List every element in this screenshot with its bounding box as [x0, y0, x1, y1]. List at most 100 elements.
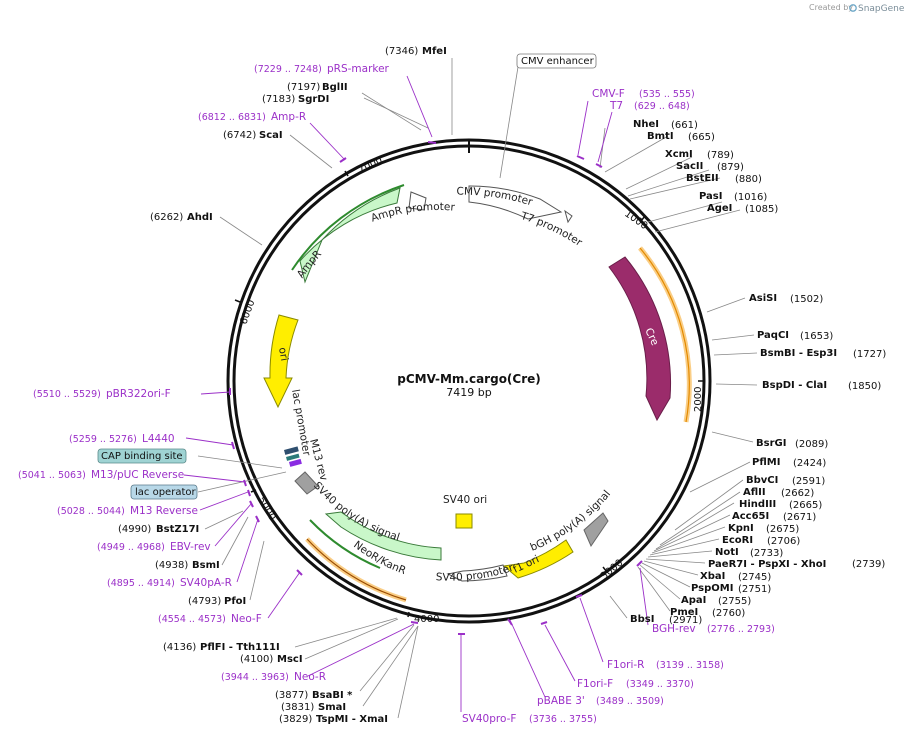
site-name: AgeI [707, 203, 732, 214]
primer-range: (535 .. 555) [639, 89, 695, 100]
site-name: AflII [743, 487, 766, 498]
primer-name: SV40pA-R [180, 577, 232, 589]
site-pos: (4793) [188, 596, 221, 607]
leader-lines [197, 58, 758, 719]
site-pos: (7183) [262, 94, 295, 105]
site-pos: (2591) [792, 476, 825, 487]
lac-operator-label: lac operator [135, 487, 196, 498]
site-name: NheI [633, 119, 659, 130]
tick-3000: 3000 [599, 558, 626, 583]
feature-ampr [299, 187, 401, 284]
site-name: BglII [322, 82, 348, 93]
primer-name: EBV-rev [170, 541, 211, 553]
site-name: AsiSI [749, 293, 777, 304]
site-name: SacII [676, 161, 703, 172]
feature-label-ori: ori [276, 346, 290, 362]
primer-range: (5259 .. 5276) [69, 434, 137, 445]
feature-ampr-promoter [408, 191, 427, 211]
tick-marks [234, 170, 704, 618]
primer-range: (7229 .. 7248) [254, 64, 322, 75]
site-pos: (4938) [155, 560, 188, 571]
primer-name: pBABE 3' [537, 695, 585, 707]
site-name: BstZ17I [156, 524, 199, 535]
site-pos: (2760) [712, 608, 745, 619]
site-pos: (3831) [281, 702, 314, 713]
site-name: BsaBI * [312, 690, 353, 701]
primer-range: (3736 .. 3755) [529, 714, 597, 725]
primer-range: (629 .. 648) [634, 101, 690, 112]
site-name: PaeR7I - PspXI - XhoI [708, 559, 826, 570]
feature-cap-mark [286, 453, 300, 461]
primer-name: Neo-R [294, 671, 326, 683]
primer-name: BGH-rev [652, 623, 696, 635]
feature-ampr-orf-line [291, 184, 405, 271]
site-name: PflMI [752, 457, 780, 468]
cmv-enhancer-box [516, 53, 597, 69]
site-pos: (2671) [783, 512, 816, 523]
credit-brand: SnapGene [858, 4, 905, 14]
site-pos: (789) [707, 150, 734, 161]
site-pos: (4990) [118, 524, 151, 535]
primer-name: M13/pUC Reverse [91, 469, 184, 481]
site-pos: (1502) [790, 294, 823, 305]
feature-sv40-promoter [446, 564, 508, 582]
site-name: HindIII [739, 499, 776, 510]
primers: (7229 .. 7248) pRS-marker (6812 .. 6831) A… [18, 63, 775, 725]
site-name: PasI [699, 191, 722, 202]
feature-label-sv40-ori: SV40 ori [443, 494, 487, 506]
site-name: NotI [715, 547, 739, 558]
site-pos: (7197) [287, 82, 320, 93]
site-pos: (1085) [745, 204, 778, 215]
feature-sv40-polya [294, 471, 319, 495]
primer-range: (2776 .. 2793) [707, 624, 775, 635]
site-name: PaqCI [757, 330, 789, 341]
site-pos: (1016) [734, 192, 767, 203]
site-name: PspOMI [691, 583, 733, 594]
primer-range: (3944 .. 3963) [221, 672, 289, 683]
site-name: BbsI [630, 614, 654, 625]
site-pos: (3877) [275, 690, 308, 701]
restriction-sites: (7346)MfeI (7197)BglII (7183)SgrDI (6742… [118, 46, 886, 725]
tick-1000: 1000 [622, 208, 649, 232]
site-pos: (4136) [163, 642, 196, 653]
feature-cre-orf-line [639, 247, 690, 423]
primer-range: (3349 .. 3370) [626, 679, 694, 690]
lac-operator-box [130, 484, 198, 500]
site-name: AhdI [187, 212, 213, 223]
site-pos: (2751) [738, 584, 771, 595]
site-pos: (2089) [795, 439, 828, 450]
site-pos: (2733) [750, 548, 783, 559]
site-name: SmaI [318, 702, 346, 713]
site-pos: (879) [717, 162, 744, 173]
site-pos: (2706) [767, 536, 800, 547]
primer-range: (3489 .. 3509) [596, 696, 664, 707]
feature-neo-orf-line [306, 538, 407, 601]
site-name: MfeI [422, 46, 447, 57]
feature-m13-rev [283, 446, 299, 455]
site-name: BstEII [686, 173, 719, 184]
tick-5000: 5000 [255, 495, 277, 523]
primer-range: (5510 .. 5529) [33, 389, 101, 400]
site-pos: (2971) [669, 615, 702, 626]
site-pos: (1727) [853, 349, 886, 360]
tick-2000: 2000 [693, 387, 704, 412]
site-pos: (2662) [781, 488, 814, 499]
feature-label-sv40-promoter: SV40 promoter [436, 562, 516, 584]
primer-name: F1ori-R [607, 659, 644, 671]
primer-name: Neo-F [231, 613, 262, 625]
feature-cre [608, 256, 672, 422]
primer-range: (5041 .. 5063) [18, 470, 86, 481]
site-pos: (3829) [279, 714, 312, 725]
primer-name: L4440 [142, 433, 175, 445]
site-name: ApaI [681, 595, 706, 606]
site-name: SgrDI [298, 94, 329, 105]
site-pos: (6742) [223, 130, 256, 141]
primer-range: (6812 .. 6831) [198, 112, 266, 123]
site-pos: (1653) [800, 331, 833, 342]
site-name: Acc65I [732, 511, 769, 522]
primer-name: pRS-marker [327, 63, 390, 75]
feature-cmv-promoter [468, 185, 563, 220]
site-pos: (665) [688, 132, 715, 143]
primer-name: F1ori-F [577, 678, 613, 690]
site-name: PflFI - Tth111I [200, 642, 280, 653]
